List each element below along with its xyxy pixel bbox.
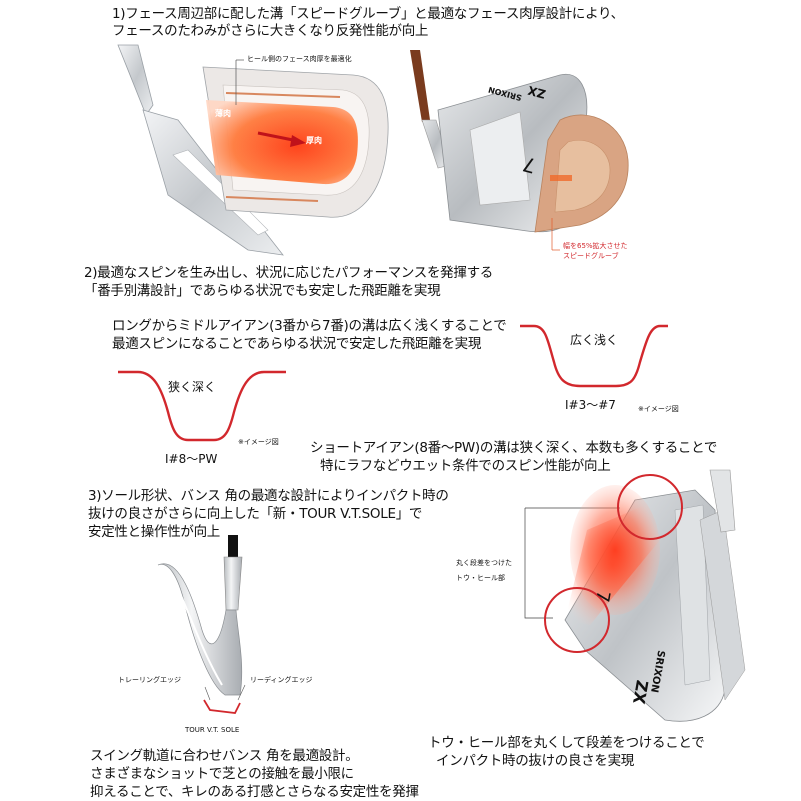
- narrow-range-label: I#8〜PW: [165, 452, 218, 466]
- label-thin: 薄肉: [215, 109, 231, 118]
- sole-name-label: TOUR V.T. SOLE: [185, 726, 240, 734]
- toe-heel-illustration: [524, 469, 746, 722]
- narrow-deep-groove-diagram: [118, 370, 286, 442]
- bottom-right-text-line2: インパクト時の抜けの良さを実現: [436, 753, 634, 769]
- long-iron-text-line2: 最適スピンになることであらゆる状況で安定した飛距離を実現: [112, 336, 482, 352]
- short-iron-text-line2: 特にラフなどウエット条件でのスピン性能が向上: [320, 458, 611, 474]
- section1-headline-line2: フェースのたわみがさらに大きくなり反発性能が向上: [112, 23, 429, 39]
- toe-heel-callout-line1: 丸く段差をつけた: [456, 559, 512, 567]
- label-thick: 厚肉: [306, 136, 322, 145]
- short-iron-text-line1: ショートアイアン(8番〜PW)の溝は狭く深く、本数も多くすることで: [310, 440, 718, 456]
- leading-edge-label: リーディングエッジ: [250, 676, 313, 684]
- callout-speed-groove-line2: スピードグルーブ: [563, 252, 619, 260]
- bottom-right-text-line1: トウ・ヒール部を丸くして段差をつけることで: [428, 735, 705, 751]
- image-note-1: ※イメージ図: [638, 405, 679, 413]
- sole-illustration: [157, 535, 246, 714]
- wide-range-label: I#3〜#7: [565, 398, 616, 412]
- bottom-left-text-line3: 抑えることで、キレのある打感とさらなる安定性を発揮: [90, 784, 419, 800]
- bottom-left-text-line2: さまざまなショットで芝との接触を最小限に: [90, 766, 354, 782]
- thickness-zone: [206, 100, 358, 185]
- section1-headline-line1: 1)フェース周辺部に配した溝「スピードグルーブ」と最適なフェース肉厚設計により、: [112, 6, 624, 22]
- narrow-deep-label: 狭く深く: [168, 380, 217, 394]
- trailing-edge-label: トレーリングエッジ: [118, 676, 181, 684]
- club-model-2: ZX: [629, 678, 652, 706]
- speed-groove-illustration: [410, 50, 629, 251]
- hosel-shape: [117, 44, 154, 116]
- bottom-left-text-line1: スイング軌道に合わせバンス 角を最適設計。: [90, 748, 359, 764]
- long-iron-text-line1: ロングからミドルアイアン(3番から7番)の溝は広く浅くすることで: [112, 318, 507, 334]
- wide-shallow-label: 広く浅く: [570, 333, 619, 347]
- section3-headline-line1: 3)ソール形状、バンス 角の最適な設計によりインパクト時の: [88, 488, 449, 504]
- section2-headline-line1: 2)最適なスピンを生み出し、状況に応じたパフォーマンスを発揮する: [84, 265, 493, 281]
- toe-heel-callout-line2: トウ・ヒール部: [456, 574, 505, 582]
- callout-heel-thickness: ヒール側のフェース肉厚を最適化: [247, 55, 352, 63]
- wide-shallow-groove-diagram: [520, 324, 668, 388]
- image-note-2: ※イメージ図: [238, 438, 279, 446]
- callout-speed-groove-line1: 幅を65%拡大させた: [563, 242, 628, 250]
- section3-headline-line3: 安定性と操作性が向上: [88, 524, 220, 540]
- section2-headline-line2: 「番手別溝設計」であらゆる状況でも安定した飛距離を実現: [84, 283, 441, 299]
- face-thickness-illustration: [117, 44, 389, 256]
- section3-headline-line2: 抜けの良さがさらに向上した「新・TOUR V.T.SOLE」で: [88, 506, 423, 522]
